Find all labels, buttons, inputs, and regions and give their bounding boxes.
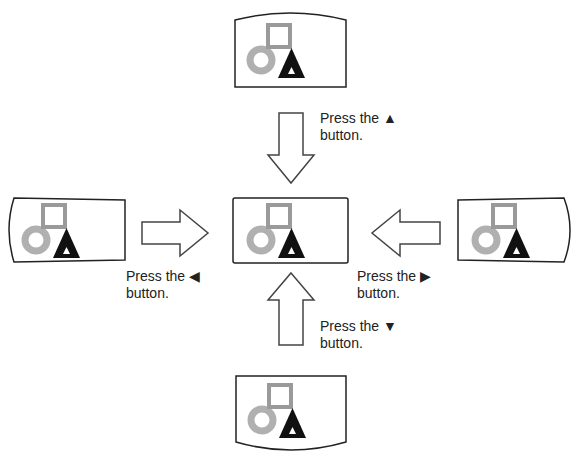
arrow-up <box>268 273 314 345</box>
arrow-left <box>372 210 440 256</box>
arrow-right <box>142 210 208 256</box>
screen-center <box>233 198 348 263</box>
arrow-down <box>268 113 314 183</box>
instruction-label: Press the ◀ button. <box>126 268 210 302</box>
instruction-label: Press the ▲ button. <box>320 110 404 144</box>
screen-right <box>458 198 570 262</box>
screen-bottom <box>236 376 346 450</box>
screen-left <box>9 198 125 262</box>
instruction-label: Press the ▼ button. <box>320 318 404 352</box>
instruction-label: Press the ▶ button. <box>357 268 441 302</box>
screen-top <box>235 13 346 87</box>
